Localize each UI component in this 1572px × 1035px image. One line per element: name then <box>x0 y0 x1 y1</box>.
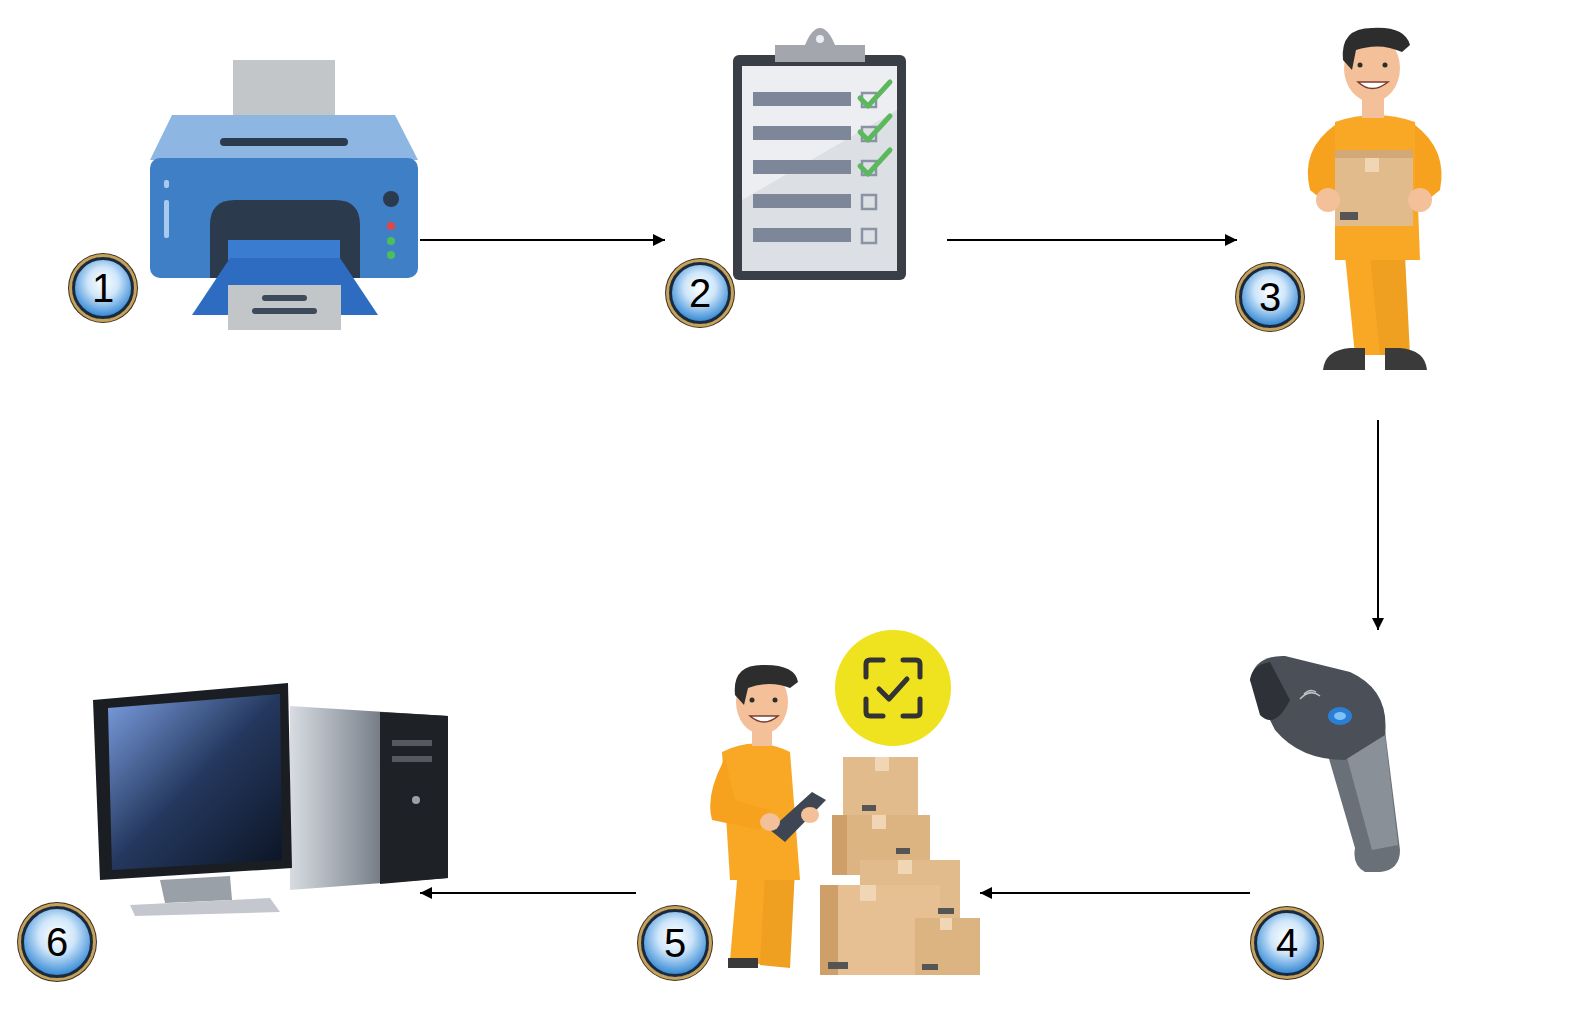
step-node: 4 <box>1250 630 1400 980</box>
parcels-and-worker <box>710 630 980 975</box>
checklist-icon <box>733 28 906 280</box>
flow-arrow <box>980 892 1250 894</box>
step-node: 3 <box>1237 28 1445 420</box>
printer-icon <box>150 60 418 330</box>
barcode-scanner <box>1250 656 1400 872</box>
callout-number: 2 <box>669 262 731 324</box>
callout-number: 1 <box>72 257 134 319</box>
callout-number: 4 <box>1254 910 1320 976</box>
flow-arrow <box>420 239 665 241</box>
flow-arrow <box>1377 420 1379 630</box>
desktop-computer <box>93 683 448 916</box>
worker-with-parcel <box>1308 28 1442 370</box>
flow-arrow <box>947 239 1237 241</box>
step-node: 6 <box>15 680 420 980</box>
step-node: 5 <box>636 628 980 980</box>
callout-number: 6 <box>21 906 93 978</box>
callout-number: 3 <box>1239 266 1301 328</box>
flow-arrow <box>420 892 636 894</box>
step-node: 2 <box>665 28 947 330</box>
callout-number: 5 <box>641 909 709 977</box>
step-node: 1 <box>68 58 420 330</box>
